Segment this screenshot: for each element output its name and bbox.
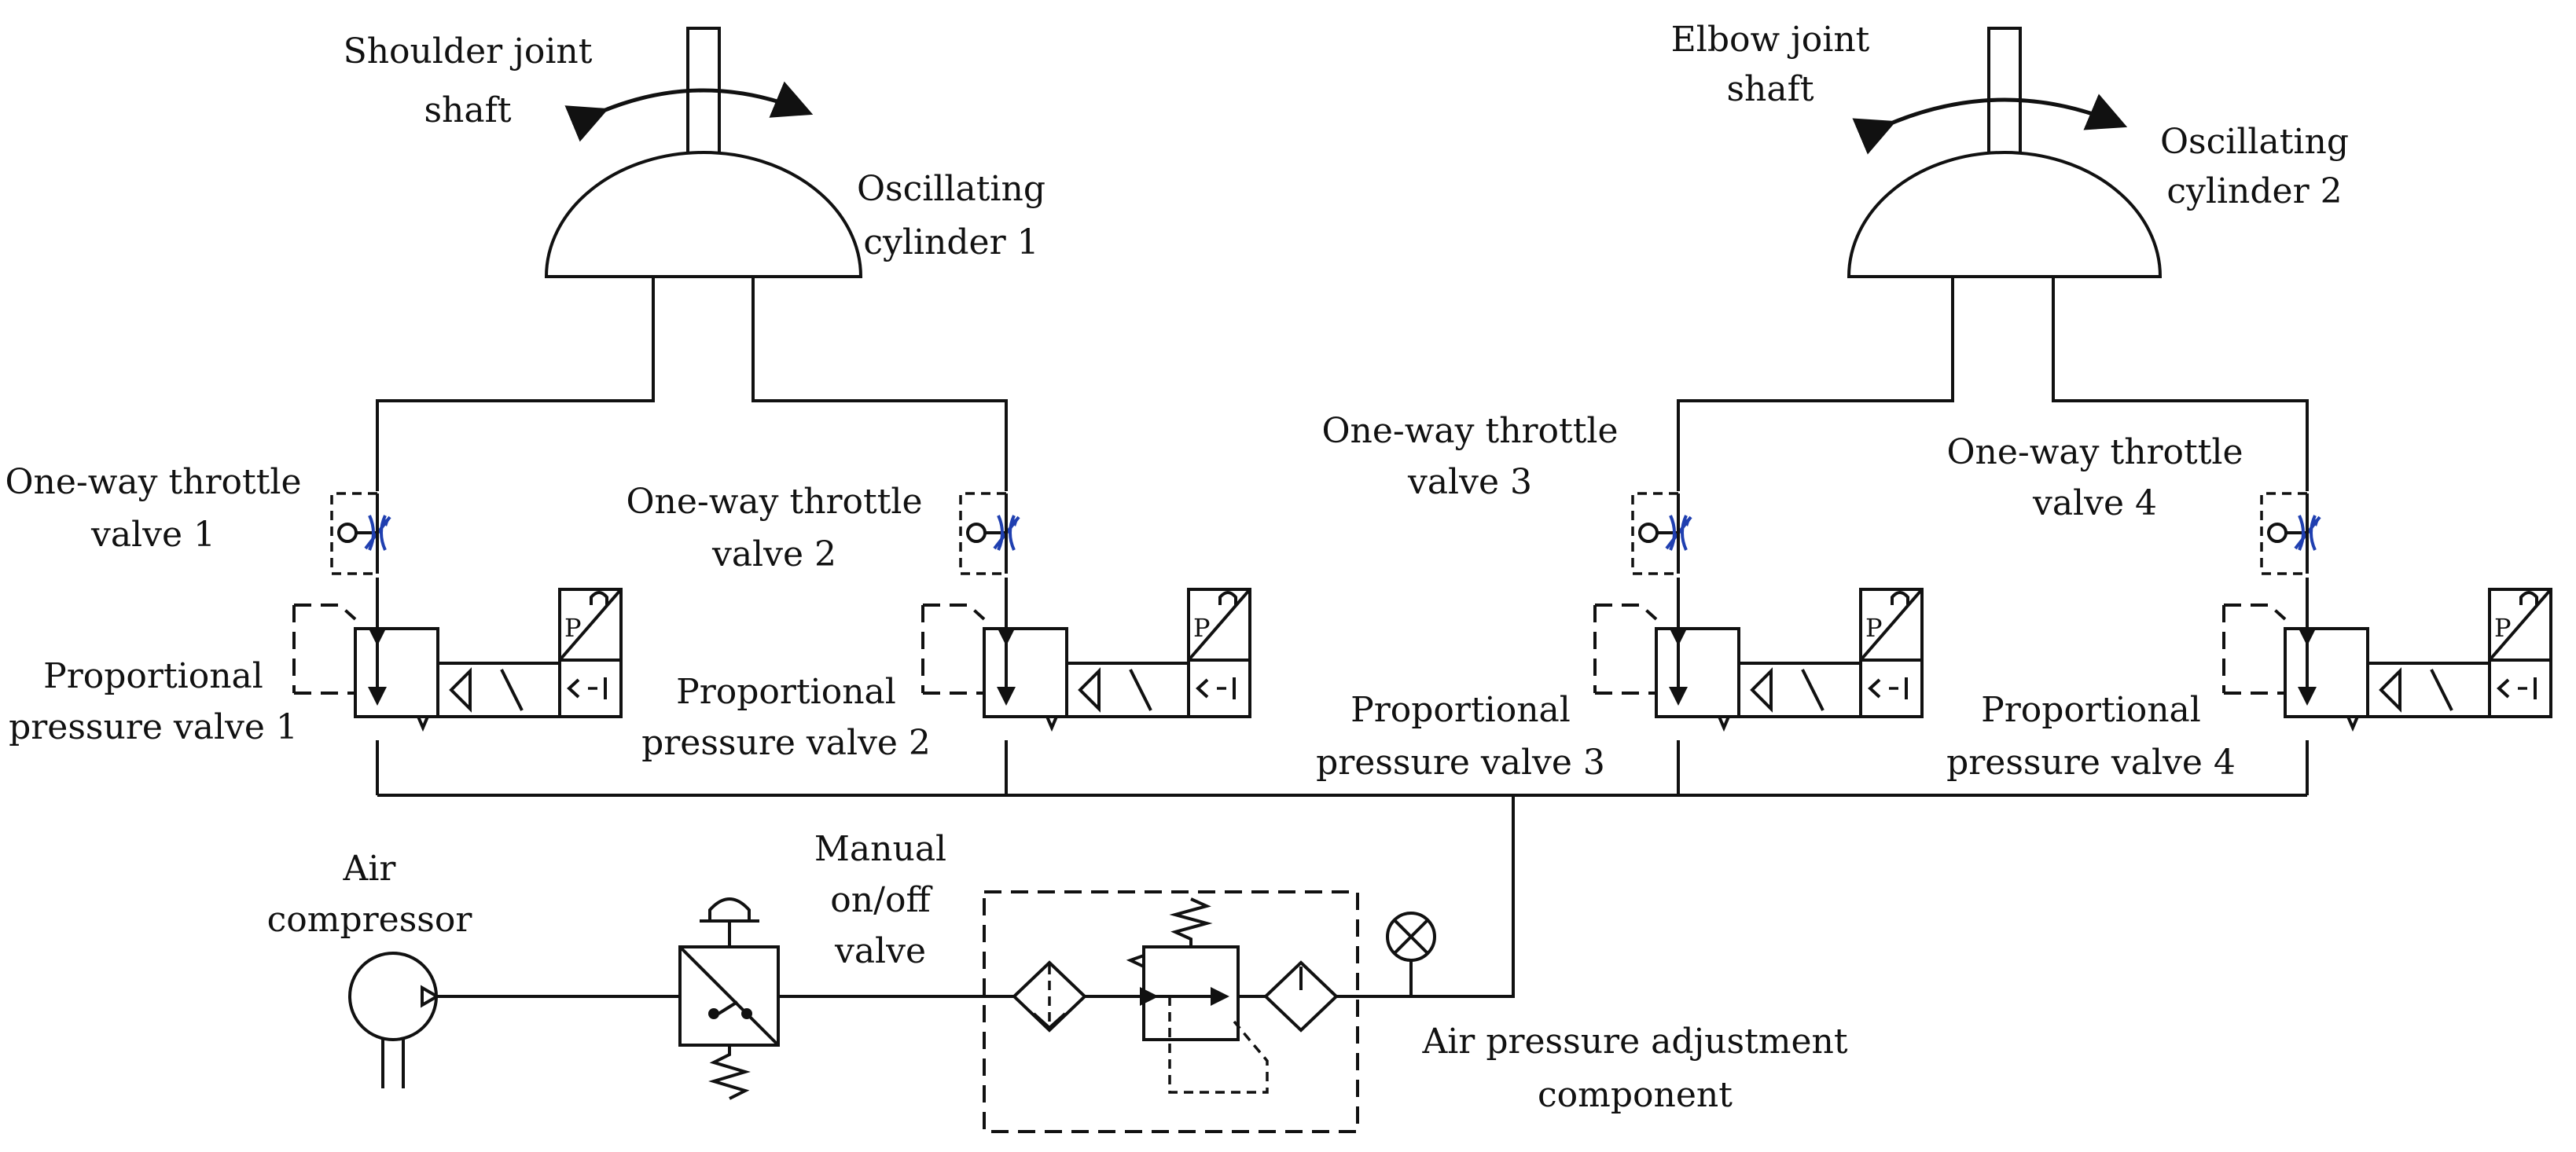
svg-text:cylinder 2: cylinder 2 [2166,171,2342,211]
svg-text:One-way throttle: One-way throttle [5,462,301,502]
svg-text:valve 3: valve 3 [1407,462,1532,502]
oscillating-cylinder-1 [544,151,863,278]
svg-text:shaft: shaft [424,90,511,130]
air-compressor [348,952,440,1088]
svg-text:shaft: shaft [1726,69,1813,109]
svg-text:Elbow joint: Elbow joint [1671,20,1870,60]
svg-text:Air pressure adjustment: Air pressure adjustment [1421,1022,1847,1062]
one-way-throttle-valve-3 [1631,492,1692,575]
svg-text:valve: valve [834,931,926,971]
label-oscillating-cylinder-1: Oscillating cylinder 1 [857,169,1045,262]
label-manual-valve: Manual on/off valve [814,829,946,971]
elbow-rotation-arrow-icon [1852,94,2128,155]
svg-text:pressure valve 3: pressure valve 3 [1316,743,1605,783]
label-throttle-valve-1: One-way throttle valve 1 [5,462,301,555]
svg-text:One-way throttle: One-way throttle [1946,432,2243,472]
proportional-pressure-valve-3: P [1593,588,1924,732]
svg-text:Manual: Manual [814,829,946,869]
label-shoulder-joint-shaft: Shoulder joint shaft [344,31,593,130]
svg-text:Proportional: Proportional [1350,690,1571,730]
proportional-pressure-valve-2: P [921,588,1251,732]
one-way-throttle-valve-2 [959,492,1020,575]
svg-text:pressure valve 4: pressure valve 4 [1946,743,2236,783]
manual-on-off-valve [678,897,780,1100]
label-air-pressure-component: Air pressure adjustment component [1421,1022,1847,1115]
svg-text:valve 2: valve 2 [711,534,836,574]
label-pressure-valve-4: Proportional pressure valve 4 [1946,690,2236,783]
svg-text:Proportional: Proportional [1981,690,2201,730]
svg-text:Proportional: Proportional [43,656,263,696]
elbow-joint-shaft [1987,27,2022,163]
svg-text:Air: Air [343,849,397,889]
svg-text:P: P [1865,613,1883,643]
label-throttle-valve-2: One-way throttle valve 2 [626,482,922,574]
proportional-pressure-valve-1: P [292,588,623,732]
svg-text:P: P [1193,613,1211,643]
pipe-network [376,277,2309,998]
shoulder-joint-shaft [686,27,721,163]
svg-text:valve 1: valve 1 [90,515,215,555]
svg-text:Proportional: Proportional [676,672,896,712]
proportional-pressure-valve-4: P [2222,588,2552,732]
svg-text:Shoulder joint: Shoulder joint [344,31,593,72]
air-pressure-adjustment-component [983,890,1359,1133]
oscillating-cylinder-2 [1847,151,2163,278]
label-throttle-valve-4: One-way throttle valve 4 [1946,432,2243,523]
label-oscillating-cylinder-2: Oscillating cylinder 2 [2160,122,2349,211]
svg-text:Oscillating: Oscillating [2160,122,2349,162]
shoulder-rotation-arrow-icon [564,81,814,142]
one-way-throttle-valve-4 [2260,492,2321,575]
svg-text:P: P [564,613,582,643]
svg-text:pressure valve 1: pressure valve 1 [9,707,298,747]
svg-text:cylinder 1: cylinder 1 [863,222,1038,262]
svg-text:pressure valve 2: pressure valve 2 [641,723,931,763]
label-pressure-valve-2: Proportional pressure valve 2 [641,672,931,763]
label-pressure-valve-3: Proportional pressure valve 3 [1316,690,1605,783]
svg-text:One-way throttle: One-way throttle [1321,411,1618,451]
label-elbow-joint-shaft: Elbow joint shaft [1671,20,1870,109]
label-pressure-valve-1: Proportional pressure valve 1 [9,656,298,747]
label-throttle-valve-3: One-way throttle valve 3 [1321,411,1618,502]
svg-text:compressor: compressor [267,900,473,940]
label-air-compressor: Air compressor [267,849,473,940]
svg-text:Oscillating: Oscillating [857,169,1045,209]
svg-text:component: component [1538,1075,1733,1115]
one-way-throttle-valve-1 [330,492,391,575]
svg-text:valve 4: valve 4 [2032,483,2157,523]
svg-text:on/off: on/off [830,880,932,920]
svg-text:One-way throttle: One-way throttle [626,482,922,522]
pressure-gauge-icon [1386,912,1436,996]
svg-text:P: P [2494,613,2512,643]
